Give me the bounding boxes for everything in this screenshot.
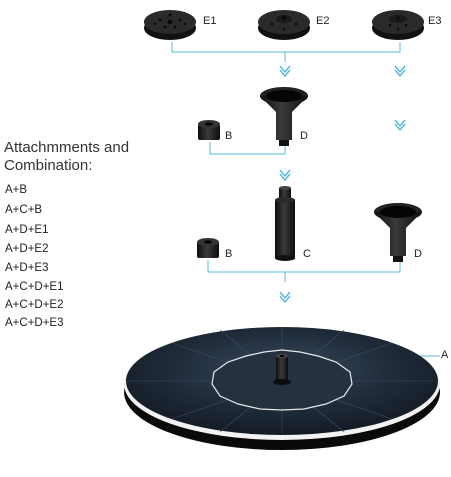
funnel-nozzle-icon bbox=[374, 203, 422, 262]
combination-item: A+D+E1 bbox=[5, 224, 49, 236]
label-a: A bbox=[441, 349, 449, 361]
label-d-bottom: D bbox=[414, 248, 422, 260]
short-nozzle-icon bbox=[198, 120, 220, 140]
heading-line-1: Attachmments and bbox=[4, 139, 130, 156]
label-d-top: D bbox=[300, 130, 308, 142]
combination-item: A+C+D+E1 bbox=[5, 281, 64, 293]
combination-item: A+D+E2 bbox=[5, 243, 49, 255]
heading-line-2: Combination: bbox=[4, 157, 93, 174]
nozzle-disc-e3 bbox=[372, 10, 424, 40]
combination-item: A+C+D+E3 bbox=[5, 317, 64, 329]
arrow-down-icon bbox=[394, 65, 406, 78]
combination-item: A+D+E3 bbox=[5, 262, 49, 274]
connector-lines bbox=[171, 42, 440, 357]
label-c: C bbox=[303, 248, 311, 260]
nozzle-disc-e1 bbox=[144, 10, 196, 40]
combination-item: A+B bbox=[5, 184, 28, 196]
solar-fountain-icon bbox=[124, 327, 440, 450]
label-e2: E2 bbox=[316, 15, 330, 27]
short-nozzle-icon bbox=[197, 238, 219, 258]
label-e1: E1 bbox=[203, 15, 217, 27]
combination-item: A+C+B bbox=[5, 204, 43, 216]
label-b-bottom: B bbox=[225, 248, 233, 260]
arrow-down-icon bbox=[279, 169, 291, 182]
arrow-down-icon bbox=[394, 119, 406, 132]
combination-item: A+C+D+E2 bbox=[5, 299, 64, 311]
arrow-down-icon bbox=[279, 65, 291, 78]
label-b-top: B bbox=[225, 130, 233, 142]
connector-bottom-row bbox=[207, 260, 401, 273]
funnel-nozzle-icon bbox=[260, 87, 308, 146]
label-e3: E3 bbox=[428, 15, 442, 27]
connector-top-row bbox=[171, 42, 401, 53]
connector-mid-row bbox=[209, 142, 286, 155]
arrow-down-icon bbox=[279, 291, 291, 304]
nozzle-disc-e2 bbox=[258, 10, 310, 40]
extension-tube-icon bbox=[275, 186, 295, 261]
